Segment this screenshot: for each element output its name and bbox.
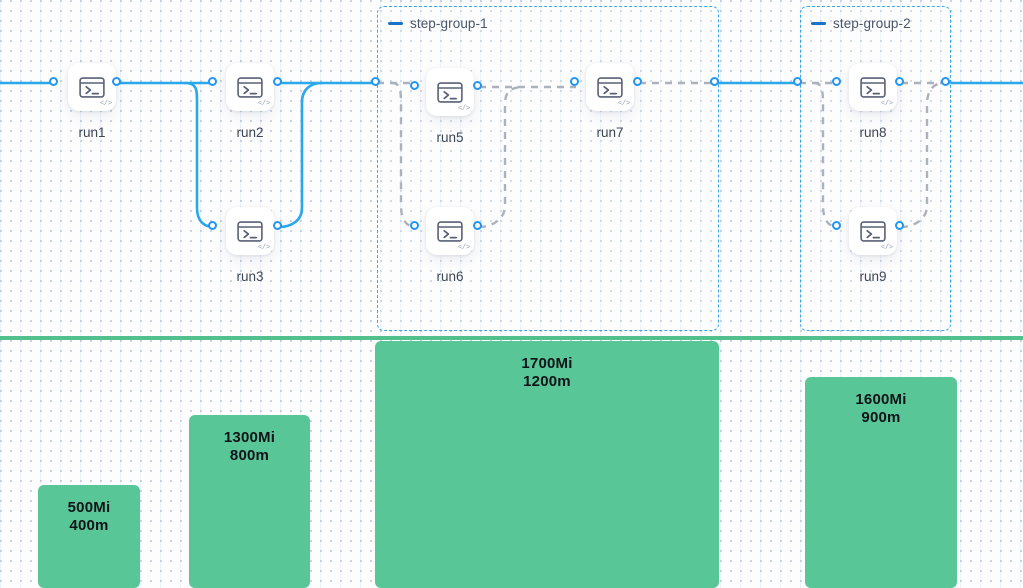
code-badge-icon: </>	[99, 100, 113, 108]
node-port[interactable]	[831, 76, 841, 86]
terminal-icon	[860, 220, 886, 242]
node-run5[interactable]: </>	[426, 68, 474, 116]
node-port[interactable]	[569, 76, 579, 86]
edge-run1-run3	[183, 81, 216, 229]
node-label-run7: run7	[596, 125, 624, 140]
node-label-run6: run6	[436, 269, 464, 284]
group-label: step-group-2	[833, 16, 911, 31]
code-badge-icon: </>	[457, 244, 471, 252]
terminal-icon	[237, 76, 263, 98]
node-port[interactable]	[409, 220, 419, 230]
node-port[interactable]	[409, 80, 419, 90]
code-badge-icon: </>	[880, 244, 894, 252]
terminal-icon	[597, 76, 623, 98]
node-port[interactable]	[894, 76, 904, 86]
cpu-value: 900m	[861, 409, 901, 427]
node-port[interactable]	[207, 76, 217, 86]
node-run8[interactable]: </>	[849, 63, 897, 111]
code-badge-icon: </>	[257, 100, 271, 108]
node-label-run5: run5	[436, 130, 464, 145]
node-port[interactable]	[632, 76, 642, 86]
cpu-value: 1200m	[523, 373, 571, 391]
edge-g1in-run6	[391, 81, 417, 229]
edge-run9-g2out	[900, 81, 945, 229]
minus-icon[interactable]	[388, 22, 403, 25]
group-header-step-group-1[interactable]: step-group-1	[388, 16, 488, 31]
node-port[interactable]	[48, 76, 58, 86]
node-port[interactable]	[272, 220, 282, 230]
node-port[interactable]	[709, 76, 719, 86]
edge-run6-run7	[478, 85, 524, 229]
node-label-run1: run1	[78, 125, 106, 140]
terminal-icon	[437, 81, 463, 103]
node-run7[interactable]: </>	[586, 63, 634, 111]
code-badge-icon: </>	[880, 100, 894, 108]
memory-value: 1600Mi	[855, 391, 907, 408]
cpu-value: 400m	[69, 517, 109, 535]
memory-value: 1700Mi	[521, 355, 573, 372]
node-port[interactable]	[370, 76, 380, 86]
edge-run3-merge	[277, 81, 324, 229]
node-run2[interactable]: </>	[226, 63, 274, 111]
node-run9[interactable]: </>	[849, 207, 897, 255]
node-port[interactable]	[894, 220, 904, 230]
node-label-run2: run2	[236, 125, 264, 140]
terminal-icon	[860, 76, 886, 98]
group-box-step-group-1[interactable]: step-group-1	[377, 6, 719, 331]
node-label-run3: run3	[236, 269, 264, 284]
node-label-run9: run9	[859, 269, 887, 284]
code-badge-icon: </>	[457, 105, 471, 113]
node-port[interactable]	[272, 76, 282, 86]
memory-value: 500Mi	[67, 499, 111, 516]
node-port[interactable]	[940, 76, 950, 86]
node-port[interactable]	[472, 80, 482, 90]
minus-icon[interactable]	[811, 22, 826, 25]
cpu-value: 800m	[229, 447, 270, 465]
group-label: step-group-1	[410, 16, 488, 31]
node-port[interactable]	[207, 220, 217, 230]
terminal-icon	[237, 220, 263, 242]
node-port[interactable]	[831, 220, 841, 230]
node-run6[interactable]: </>	[426, 207, 474, 255]
node-port[interactable]	[472, 220, 482, 230]
memory-value: 1300Mi	[223, 429, 276, 446]
section-divider	[0, 336, 1023, 340]
terminal-icon	[437, 220, 463, 242]
code-badge-icon: </>	[617, 100, 631, 108]
node-run1[interactable]: </>	[68, 63, 116, 111]
edge-g2in-run9	[813, 81, 839, 229]
group-box-step-group-2[interactable]: step-group-2	[800, 6, 951, 331]
code-badge-icon: </>	[257, 244, 271, 252]
node-port[interactable]	[111, 76, 121, 86]
terminal-icon	[79, 76, 105, 98]
node-run3[interactable]: </>	[226, 207, 274, 255]
group-header-step-group-2[interactable]: step-group-2	[811, 16, 911, 31]
node-port[interactable]	[792, 76, 802, 86]
node-label-run8: run8	[859, 125, 887, 140]
